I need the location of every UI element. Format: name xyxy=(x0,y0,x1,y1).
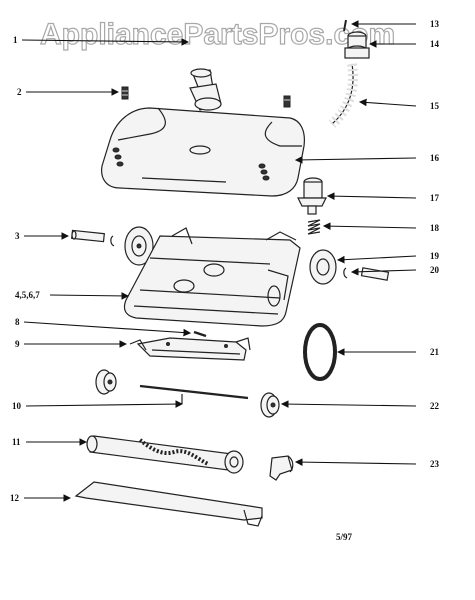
part-15-hose xyxy=(328,63,358,128)
part-4-7-base xyxy=(123,227,301,327)
callout-17: 17 xyxy=(430,193,440,203)
part-9-bottom-plate xyxy=(129,337,251,361)
part-11-brushroll xyxy=(86,435,244,474)
callout-19: 19 xyxy=(430,251,440,261)
callout-labels: 1 2 3 4,5,6,7 8 9 10 11 12 13 14 15 16 1… xyxy=(10,19,440,503)
part-16-hood xyxy=(101,107,305,197)
callout-23: 23 xyxy=(430,459,440,469)
callout-16: 16 xyxy=(430,153,440,163)
callout-1: 1 xyxy=(13,35,18,45)
callout-14: 14 xyxy=(430,39,440,49)
callout-2: 2 xyxy=(17,87,22,97)
callout-22: 22 xyxy=(430,401,440,411)
axle-clip-left xyxy=(110,235,115,247)
part-14-hose-end xyxy=(344,31,370,59)
callout-4-7: 4,5,6,7 xyxy=(15,290,40,300)
part-2-screw xyxy=(121,86,129,100)
callout-3: 3 xyxy=(15,231,20,241)
callout-9: 9 xyxy=(15,339,20,349)
hood-screw xyxy=(283,95,291,108)
callout-10: 10 xyxy=(12,401,22,411)
part-19-wheel xyxy=(309,249,337,285)
callout-21: 21 xyxy=(430,347,440,357)
part-8-screw xyxy=(193,330,207,338)
part-1-connector xyxy=(189,68,222,111)
callout-13: 13 xyxy=(430,19,440,29)
callout-8: 8 xyxy=(15,317,20,327)
watermark: AppliancePartsPros.com xyxy=(40,18,395,51)
part-20-clip-axle xyxy=(343,267,390,281)
part-10-rod xyxy=(139,384,249,400)
callout-18: 18 xyxy=(430,223,440,233)
part-22-end-cap xyxy=(260,392,280,418)
callout-15: 15 xyxy=(430,101,440,111)
part-21-belt xyxy=(303,323,337,381)
part-23-bracket xyxy=(269,455,294,481)
part-3-axle xyxy=(71,229,105,243)
leader-lines xyxy=(21,20,417,502)
brushroll-end-cap-left xyxy=(95,369,117,395)
part-13-pin xyxy=(343,19,347,32)
callout-12: 12 xyxy=(10,493,20,503)
left-wheel xyxy=(124,226,154,266)
part-17-release xyxy=(297,177,327,215)
date-code: 5/97 xyxy=(336,532,353,542)
callout-20: 20 xyxy=(430,265,440,275)
part-12-bumper xyxy=(74,481,263,527)
part-18-spring xyxy=(307,219,321,235)
callout-11: 11 xyxy=(12,437,21,447)
